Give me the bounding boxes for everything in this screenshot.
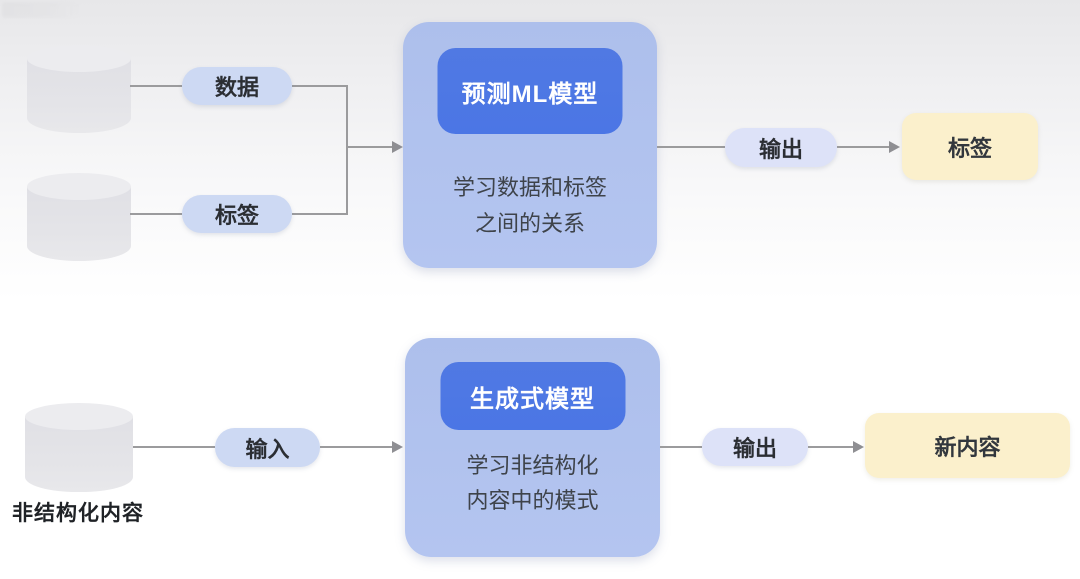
predictive-model-title: 预测ML模型 [437,48,623,134]
pill-input: 输入 [215,428,320,467]
generative-model-description: 学习非结构化 内容中的模式 [405,448,660,518]
predictive-desc-line1: 学习数据和标签 [452,175,607,200]
arrowhead-into-generative-model [392,441,403,453]
predictive-model-box: 预测ML模型 学习数据和标签 之间的关系 [403,22,657,268]
connector-output-to-result-top [837,146,890,148]
pill-label: 标签 [182,195,292,233]
connector-input-to-model [320,446,393,448]
database-cylinder-labels [27,173,131,261]
pill-data: 数据 [182,67,292,105]
connector-data-pill-to-junction [292,85,348,87]
predictive-desc-line2: 之间的关系 [474,211,585,236]
connector-junction-to-model [346,146,393,148]
database-cylinder-data [27,45,131,133]
unstructured-content-label: 非结构化内容 [12,502,144,525]
arrowhead-into-new-content [853,441,864,453]
arrowhead-into-label-result [889,141,900,153]
connector-cylinder-to-label-pill [130,213,182,215]
connector-model-to-output-pill-bottom [660,446,702,448]
connector-cylinder-to-input-pill [133,446,215,448]
result-new-content-box: 新内容 [865,413,1070,478]
database-cylinder-unstructured [25,403,133,492]
generative-desc-line1: 学习非结构化 [466,453,599,478]
arrowhead-into-predictive-model [392,141,403,153]
generative-model-box: 生成式模型 学习非结构化 内容中的模式 [405,338,660,557]
result-label-box: 标签 [902,113,1038,180]
connector-model-to-output-pill-top [657,146,725,148]
connector-output-to-result-bottom [808,446,854,448]
watermark [2,2,82,18]
connector-cylinder-to-data-pill [130,85,182,87]
predictive-model-description: 学习数据和标签 之间的关系 [403,170,657,242]
generative-desc-line2: 内容中的模式 [466,488,599,513]
pill-output-top: 输出 [725,128,837,167]
pill-output-bottom: 输出 [702,428,808,466]
generative-model-title: 生成式模型 [440,362,625,430]
connector-junction-vertical [346,85,348,215]
connector-label-pill-to-junction [292,213,348,215]
